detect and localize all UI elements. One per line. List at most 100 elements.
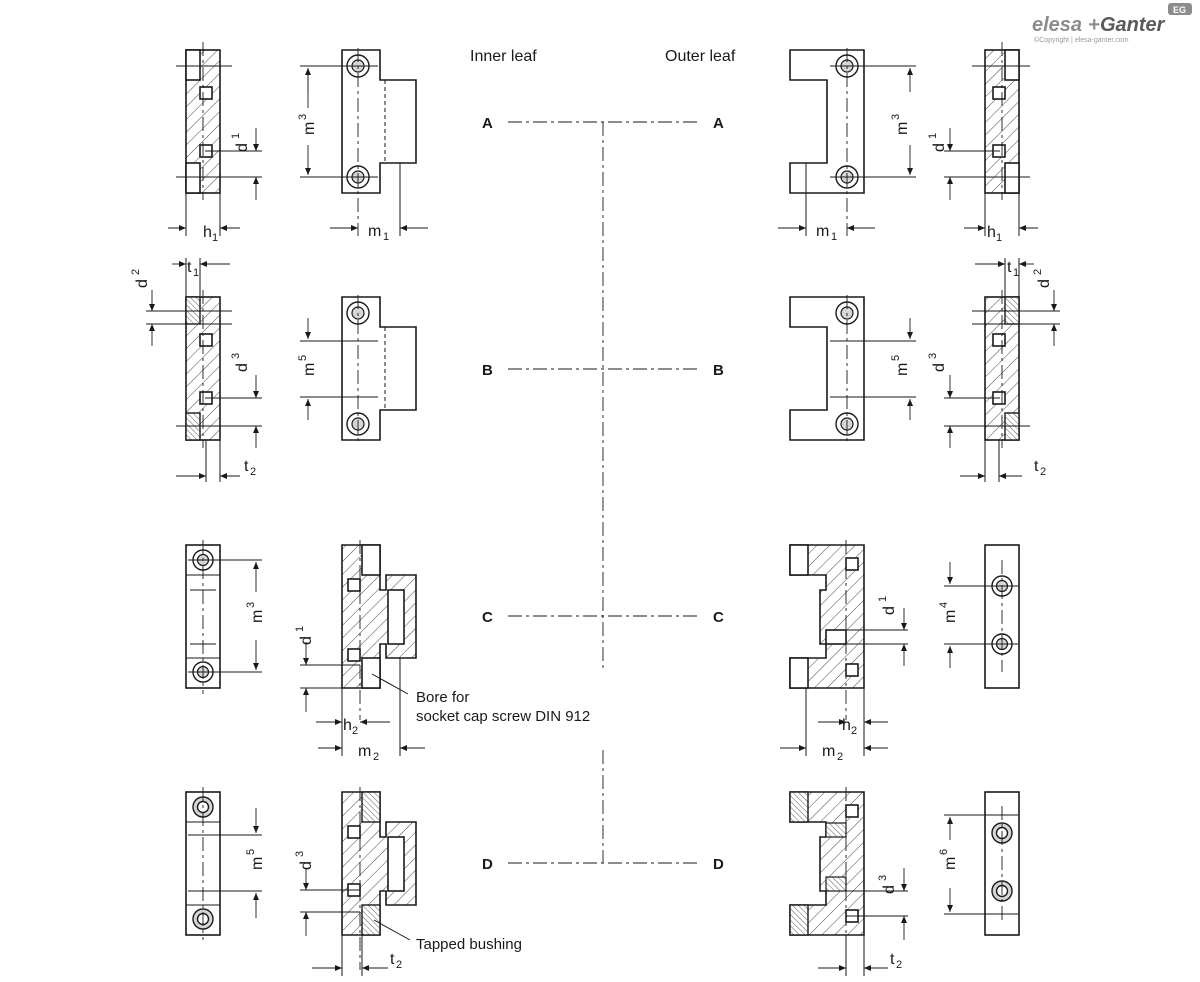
note-tapped-bushing: Tapped bushing [416, 936, 522, 953]
outer-leaf-heading: Outer leaf [665, 48, 736, 65]
dim-t1-b-left-sub: 1 [193, 267, 199, 279]
row-c-inner-top [185, 540, 262, 694]
dim-d1-c-left: d [298, 636, 315, 645]
view-label-d-left: D [482, 856, 493, 873]
row-d-outer-section [789, 787, 908, 976]
row-b-inner-section [146, 258, 262, 482]
row-d-inner-section [300, 787, 417, 976]
dim-d1-c-left-sub: 1 [294, 626, 306, 632]
dim-m1-a-right: m [816, 223, 829, 240]
dim-h1-a-left: h [203, 224, 212, 241]
view-label-b-left: B [482, 362, 493, 379]
dim-d3-b-right-sub: 3 [927, 353, 939, 359]
dim-t2-d-left-sub: 2 [396, 959, 402, 971]
row-a-inner-front [300, 48, 428, 236]
dim-d1-a-right: d [931, 143, 948, 152]
logo-elesa-text: elesa [1032, 14, 1082, 36]
dim-t1-b-right-sub: 1 [1013, 267, 1019, 279]
dim-t1-b-right: t [1007, 259, 1012, 276]
dim-d2-b-left-sub: 2 [130, 269, 142, 275]
logo-badge [1168, 3, 1192, 15]
note-bore-line1: Bore for [416, 689, 469, 706]
dim-t2-b-right-sub: 2 [1040, 466, 1046, 478]
dim-d3-d-right: d [881, 885, 898, 894]
row-a-outer-front [778, 48, 916, 236]
dim-h2-c-right: h [842, 717, 851, 734]
dim-h1-a-right: h [987, 224, 996, 241]
dim-m5-b-left: m [301, 363, 318, 376]
dim-t2-b-left: t [244, 458, 249, 475]
dim-m3-a-left-sub: 3 [297, 114, 309, 120]
logo-ganter-text: Ganter [1100, 14, 1166, 36]
brand-logo: elesa + Ganter EG ©Copyright | elesa-gan… [1032, 3, 1192, 44]
dim-m3-a-left: m [301, 122, 318, 135]
view-label-b-right: B [713, 362, 724, 379]
inner-leaf-heading: Inner leaf [470, 48, 537, 65]
view-letters: A A B B C C D D [482, 115, 724, 873]
dim-d2-b-right-sub: 2 [1032, 269, 1044, 275]
dim-h1-a-left-sub: 1 [212, 232, 218, 244]
dim-d1-c-right: d [881, 606, 898, 615]
view-label-a-right: A [713, 115, 724, 132]
dim-m1-a-left: m [368, 223, 381, 240]
row-c-outer-top [944, 544, 1020, 689]
dim-d1-a-left: d [234, 143, 251, 152]
dim-m3-c-left-sub: 3 [245, 602, 257, 608]
dim-m5-d-left: m [249, 857, 266, 870]
dim-h1-a-right-sub: 1 [996, 232, 1002, 244]
dim-t2-b-right: t [1034, 458, 1039, 475]
dim-m2-c-left-sub: 2 [373, 751, 379, 763]
note-bore-line2: socket cap screw DIN 912 [416, 708, 590, 725]
dim-m1-a-left-sub: 1 [383, 231, 389, 243]
dim-d3-d-left: d [298, 861, 315, 870]
row-b-outer-section [944, 258, 1060, 482]
row-d-inner-top [185, 787, 262, 940]
row-c-outer-section [780, 540, 908, 756]
dim-t1-b-left: t [187, 259, 192, 276]
dim-d3-b-right: d [931, 363, 948, 372]
row-b-inner-front [300, 295, 417, 442]
dim-h2-c-right-sub: 2 [851, 725, 857, 737]
dim-d3-d-left-sub: 3 [294, 851, 306, 857]
dim-h2-c-left: h [343, 717, 352, 734]
view-label-c-left: C [482, 609, 493, 626]
logo-plus-text: + [1088, 14, 1100, 36]
logo-badge-text: EG [1173, 5, 1186, 15]
row-a-outer-section [944, 42, 1038, 236]
row-a-inner-section [168, 42, 262, 236]
dim-m6-d-right-sub: 6 [938, 849, 950, 855]
dim-d1-a-left-sub: 1 [230, 133, 242, 139]
dim-d1-c-right-sub: 1 [877, 596, 889, 602]
dim-m6-d-right: m [942, 857, 959, 870]
dim-d3-d-right-sub: 3 [877, 875, 889, 881]
dim-d3-b-left-sub: 3 [230, 353, 242, 359]
dim-m5-b-left-sub: 5 [297, 355, 309, 361]
dim-m4-c-right: m [942, 610, 959, 623]
row-c-inner-section [300, 540, 425, 756]
dim-m3-a-right-sub: 3 [890, 114, 902, 120]
dim-m3-a-right: m [894, 122, 911, 135]
dim-d3-b-left: d [234, 363, 251, 372]
dim-m5-d-left-sub: 5 [245, 849, 257, 855]
dim-t2-d-right: t [890, 951, 895, 968]
dim-t2-b-left-sub: 2 [250, 466, 256, 478]
dim-m5-b-right: m [894, 363, 911, 376]
dim-m4-c-right-sub: 4 [938, 602, 950, 608]
view-label-c-right: C [713, 609, 724, 626]
dim-m2-c-right: m [822, 743, 835, 760]
dim-m5-b-right-sub: 5 [890, 355, 902, 361]
dim-t2-d-left: t [390, 951, 395, 968]
view-label-d-right: D [713, 856, 724, 873]
dim-d2-b-left: d [134, 279, 151, 288]
dim-h2-c-left-sub: 2 [352, 725, 358, 737]
copyright-text: ©Copyright | elesa-ganter.com [1034, 36, 1129, 44]
row-b-outer-front [789, 295, 916, 442]
dim-m1-a-right-sub: 1 [831, 231, 837, 243]
dim-m2-c-right-sub: 2 [837, 751, 843, 763]
dim-m2-c-left: m [358, 743, 371, 760]
view-connection-lines [508, 121, 698, 864]
view-label-a-left: A [482, 115, 493, 132]
row-d-outer-top [944, 791, 1020, 936]
